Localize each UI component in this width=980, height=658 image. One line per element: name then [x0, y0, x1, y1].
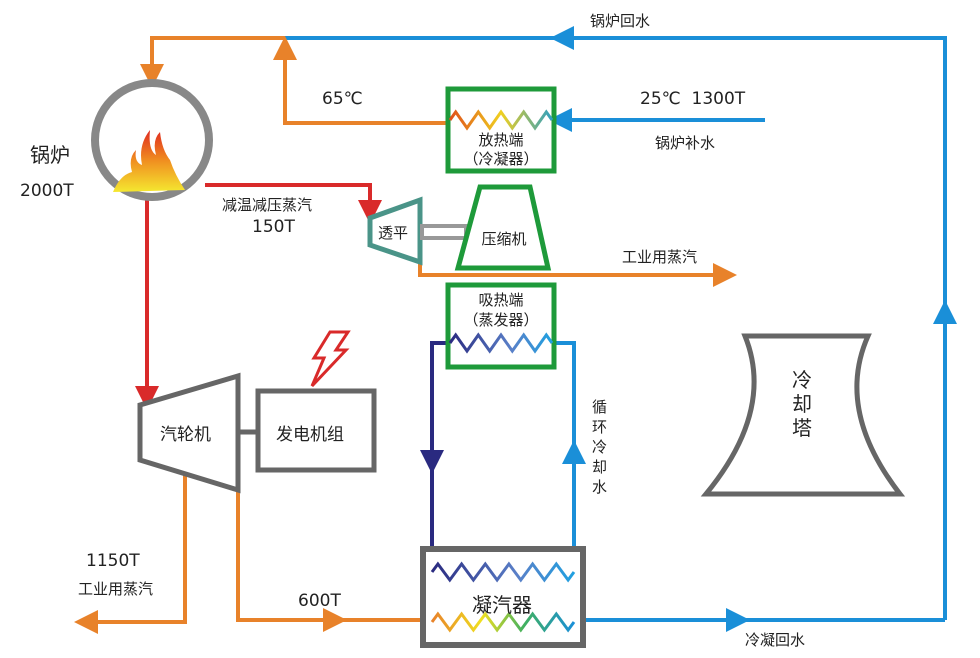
char: 却: [592, 458, 607, 476]
steam-turbine-label: 汽轮机: [160, 425, 211, 445]
exhaust-flow: 600T: [298, 591, 341, 611]
cooling-tower-label: 冷 却 塔: [792, 368, 812, 440]
extraction-label: 工业用蒸汽: [78, 580, 153, 598]
heat-release-condenser-box: [445, 86, 557, 174]
return-water-label: 锅炉回水: [590, 12, 650, 30]
char: 塔: [792, 416, 812, 440]
char: 冷: [592, 438, 607, 456]
heat-release-label: 放热端: [478, 131, 523, 149]
turbo-label: 透平: [378, 224, 408, 242]
condenser-cooling-coil: [430, 561, 576, 583]
heat-release-coil: [448, 109, 554, 131]
turbo-expander: [367, 196, 423, 266]
desuperheated-steam-label: 减温减压蒸汽: [222, 196, 312, 214]
boiler-capacity: 2000T: [20, 181, 74, 201]
desuperheated-steam-pipe: [205, 183, 382, 224]
heat-absorb-label: 吸热端: [478, 291, 523, 309]
evaporator-out-pipe: [430, 341, 447, 575]
evaporator-in-pipe: [555, 341, 576, 575]
hot-feed-pipe: [140, 36, 285, 88]
exhaust-steam-pipe: [236, 490, 430, 622]
extraction-steam-pipe: [74, 472, 187, 634]
condenser-steam-coil: [430, 611, 576, 633]
hot-return-temp: 65℃: [322, 89, 363, 109]
pipes: [74, 26, 957, 634]
boiler-return-water-pipe: [285, 36, 947, 620]
compressor: [454, 184, 552, 271]
desuperheated-steam-flow: 150T: [252, 217, 295, 237]
char: 却: [792, 392, 812, 416]
char: 循: [592, 398, 607, 416]
industrial-steam-top-label: 工业用蒸汽: [622, 248, 697, 266]
condenser-label: 凝汽器: [472, 593, 532, 617]
condensate-return-label: 冷凝回水: [745, 631, 805, 649]
flame-icon: [113, 130, 185, 192]
steam-turbine: [137, 372, 241, 494]
compressor-label: 压缩机: [481, 230, 526, 248]
circulating-water-label: 循 环 冷 却 水: [592, 398, 607, 496]
char: 水: [592, 478, 607, 496]
makeup-temp-flow: 25℃ 1300T: [640, 89, 746, 109]
hot-return-pipe: [283, 42, 447, 125]
heat-release-sublabel: （冷凝器）: [463, 150, 538, 168]
heat-absorb-evaporator-box: [445, 282, 557, 370]
boiler: [91, 79, 213, 201]
char: 冷: [792, 368, 812, 392]
makeup-label: 锅炉补水: [655, 134, 715, 152]
extraction-flow: 1150T: [86, 551, 140, 571]
generator-label: 发电机组: [276, 425, 344, 445]
char: 环: [592, 418, 607, 436]
lightning-icon: [310, 330, 351, 388]
boiler-label: 锅炉: [30, 143, 70, 167]
generator-box: [255, 388, 377, 473]
heat-absorb-sublabel: （蒸发器）: [463, 311, 538, 329]
cooling-tower: [700, 333, 906, 497]
shaft-coupling: [420, 224, 468, 240]
evaporator-coil: [448, 332, 554, 354]
